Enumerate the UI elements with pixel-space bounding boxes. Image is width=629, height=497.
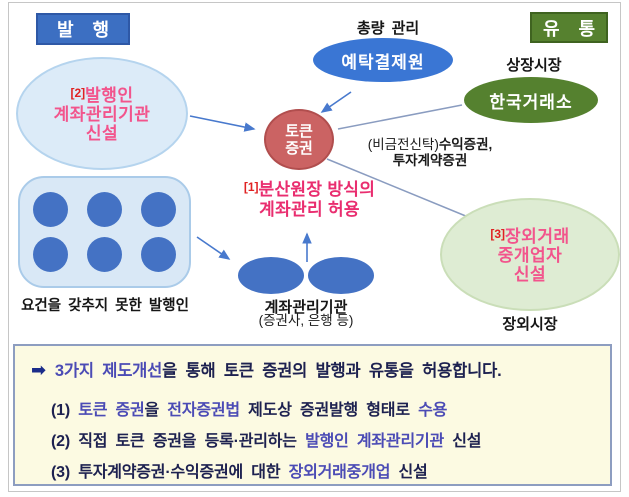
beneficiary-note-bold2: 투자계약증권 — [392, 153, 468, 168]
unqualified-issuers-label: 요건을 갖추지 못한 발행인 — [21, 298, 189, 314]
issuer-dot — [33, 192, 68, 227]
summary-item-1-seg: 토큰 증권 — [78, 402, 145, 419]
summary-item-2-seg: 신설 — [444, 433, 482, 450]
summary-item-2-seg: (2) 직접 토큰 증권을 등록·관리하는 — [51, 433, 306, 450]
beneficiary-note-bold1: 수익증권, — [438, 137, 493, 152]
issuance-badge: 발 행 — [36, 13, 130, 45]
otc-broker-line2: 중개업자 — [497, 246, 563, 265]
summary-item-1-seg: 전자증권법 — [167, 402, 240, 419]
summary-header: ➡ 3가지 제도개선을 통해 토큰 증권의 발행과 유통을 허용합니다. — [31, 357, 600, 381]
issuer-amo-text: [2]발행인 계좌관리기관 신설 — [54, 84, 151, 143]
token-circle: 토큰 증권 — [264, 109, 334, 170]
issuer-dot — [33, 237, 68, 272]
amo-label: 계좌관리기관 — [264, 299, 348, 316]
summary-item-1-seg: 제도상 증권발행 형태로 — [239, 402, 419, 419]
krx-ellipse: 한국거래소 — [464, 77, 598, 123]
issuer-dot — [87, 237, 122, 272]
summary-item-3-seg: (3) 투자계약증권·수익증권에 대한 — [51, 464, 289, 481]
summary-header-rest: 을 통해 토큰 증권의 발행과 유통을 허용합니다. — [162, 362, 502, 380]
krx-label: 한국거래소 — [489, 92, 573, 112]
token-line1: 토큰 — [285, 122, 313, 140]
issuer-dot — [87, 192, 122, 227]
otc-broker-number: [3] — [490, 227, 506, 241]
summary-item-1-seg: 을 — [144, 402, 168, 419]
summary-item-1-seg: (1) — [51, 402, 79, 419]
listed-market-label: 상장시장 — [506, 57, 562, 74]
otc-broker-line3: 신설 — [513, 265, 547, 284]
distribution-badge-label: 유 통 — [542, 18, 603, 39]
otc-broker-ellipse: [3]장외거래 중개업자 신설 — [440, 198, 620, 311]
ksd-label: 예탁결제원 — [341, 52, 425, 72]
ledger-note: [1]분산원장 방식의 계좌관리 허용 — [222, 177, 397, 220]
beneficiary-note-prefix: (비금전신탁) — [367, 137, 439, 152]
issuer-amo-ellipse: [2]발행인 계좌관리기관 신설 — [16, 57, 188, 170]
summary-item-1: (1) 토큰 증권을 전자증권법 제도상 증권발행 형태로 수용 — [51, 396, 600, 420]
amo-ellipse-2 — [308, 257, 374, 294]
token-line2: 증권 — [285, 139, 313, 157]
distribution-badge: 유 통 — [530, 12, 608, 43]
summary-item-2-seg: 발행인 계좌관리기관 — [305, 433, 445, 450]
issuance-badge-label: 발 행 — [56, 20, 117, 40]
amo-ellipse-1 — [238, 257, 304, 294]
outer-frame — [8, 2, 621, 492]
otc-broker-line1: 장외거래 — [505, 227, 570, 246]
total-mgmt-label: 총량 관리 — [356, 20, 420, 37]
summary-item-3-seg: 장외거래중개업 — [288, 464, 391, 481]
summary-header-highlight: 3가지 제도개선 — [54, 362, 163, 380]
otc-market-label: 장외시장 — [502, 316, 558, 333]
issuer-dot — [141, 192, 176, 227]
ledger-note-line1: 분산원장 방식의 — [258, 180, 376, 199]
ksd-ellipse: 예탁결제원 — [313, 38, 453, 82]
summary-box: ➡ 3가지 제도개선을 통해 토큰 증권의 발행과 유통을 허용합니다. (1) … — [13, 344, 612, 486]
amo-sublabel: (증권사, 은행 등) — [258, 313, 354, 328]
beneficiary-note: (비금전신탁)수익증권, 투자계약증권 — [350, 137, 510, 169]
issuer-dot — [141, 237, 176, 272]
summary-item-3-seg: 신설 — [390, 464, 428, 481]
summary-item-3: (3) 투자계약증권·수익증권에 대한 장외거래중개업 신설 — [51, 458, 600, 482]
otc-broker-text: [3]장외거래 중개업자 신설 — [490, 225, 569, 284]
ledger-note-line2: 계좌관리 허용 — [259, 200, 360, 219]
issuer-amo-line2: 계좌관리기관 — [53, 105, 151, 124]
summary-item-2: (2) 직접 토큰 증권을 등록·관리하는 발행인 계좌관리기관 신설 — [51, 427, 600, 451]
summary-item-1-seg: 수용 — [418, 402, 448, 419]
unqualified-issuers-box — [18, 176, 191, 288]
issuer-amo-line1: 발행인 — [85, 86, 134, 105]
issuer-amo-line3: 신설 — [85, 124, 119, 143]
right-arrow-icon: ➡ — [31, 360, 46, 380]
ledger-note-number: [1] — [243, 180, 259, 194]
issuer-amo-number: [2] — [70, 86, 86, 100]
